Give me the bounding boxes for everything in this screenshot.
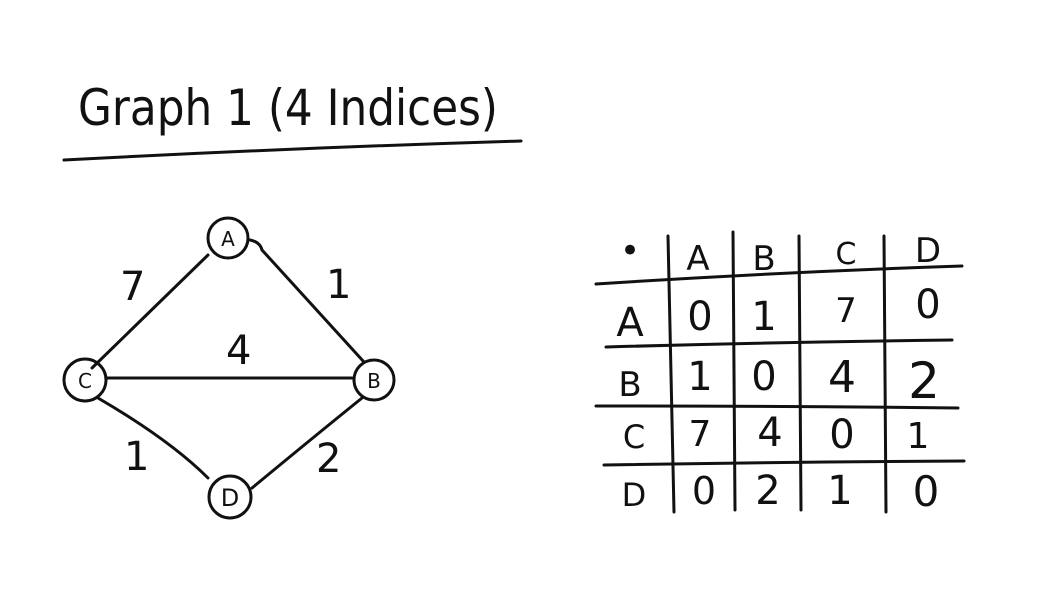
edge-d-b	[250, 396, 364, 490]
matrix-hline-2	[604, 338, 954, 349]
edge-c-a	[90, 253, 210, 370]
matrix-row-label: C	[623, 418, 645, 456]
matrix-cell: 4	[757, 410, 782, 456]
matrix-vline-1	[666, 234, 676, 514]
matrix-hline-3	[594, 404, 960, 410]
matrix-row-b: B 1 0 4 2	[618, 352, 940, 410]
node-b-circle	[352, 358, 396, 402]
matrix-hline-4	[602, 459, 966, 467]
matrix-row-label: B	[618, 365, 641, 405]
node-a-circle	[206, 216, 250, 260]
matrix-row-a: A 0 1 7 0	[616, 282, 940, 346]
edge-weight-c-b: 4	[226, 328, 251, 374]
matrix-cell: 0	[692, 469, 716, 513]
matrix-col-b: B	[752, 239, 775, 279]
edge-weights: 7 1 4 1 2	[120, 262, 351, 482]
node-c-label: C	[78, 369, 92, 393]
edge-weight-a-b: 1	[326, 262, 351, 308]
matrix-row-label: A	[616, 300, 644, 346]
matrix-cell: 1	[907, 416, 930, 457]
matrix-cell: 0	[751, 354, 776, 400]
edge-c-d	[96, 396, 210, 480]
matrix-row-d: D 0 2 1 0	[622, 467, 940, 516]
adjacency-matrix-grid	[594, 230, 966, 514]
node-d-circle	[207, 474, 253, 520]
node-a: A	[206, 216, 250, 260]
matrix-col-d: D	[915, 231, 941, 271]
matrix-row-label: D	[622, 476, 647, 514]
matrix-corner: •	[620, 231, 640, 271]
matrix-cell: 0	[687, 294, 712, 340]
title-underline	[62, 139, 523, 162]
graph-nodes: A B C D	[62, 216, 396, 520]
matrix-row-c: C 7 4 0 1	[623, 410, 930, 458]
edge-a-b	[248, 238, 366, 364]
matrix-cell: 4	[828, 352, 856, 403]
matrix-header-row: • A B C D	[620, 231, 941, 279]
graph-edges	[90, 238, 366, 490]
edge-weight-d-b: 2	[316, 436, 341, 482]
matrix-vline-2	[731, 230, 737, 512]
edge-weight-c-d: 1	[124, 434, 149, 480]
matrix-vline-3	[797, 234, 803, 512]
matrix-cell: 0	[829, 412, 854, 458]
matrix-cell: 7	[835, 291, 857, 331]
node-b: B	[352, 358, 396, 402]
node-c-circle	[62, 357, 108, 403]
matrix-col-c: C	[836, 237, 857, 272]
page-title: Graph 1 (4 Indices)	[78, 79, 498, 137]
matrix-vline-4	[882, 234, 888, 514]
node-d-label: D	[221, 484, 239, 512]
node-a-label: A	[221, 227, 235, 251]
matrix-hline-1	[594, 264, 964, 286]
node-d: D	[207, 474, 253, 520]
matrix-cell: 0	[915, 282, 940, 328]
matrix-col-a: A	[686, 239, 709, 279]
matrix-cell: 2	[908, 352, 940, 410]
edge-weight-c-a: 7	[120, 264, 145, 310]
matrix-cell: 1	[827, 468, 852, 514]
matrix-cell: 2	[755, 468, 780, 514]
matrix-cell: 0	[913, 467, 940, 516]
matrix-cell: 1	[751, 294, 776, 340]
node-c: C	[62, 357, 108, 403]
node-b-label: B	[367, 369, 381, 393]
matrix-cell: 1	[687, 354, 712, 400]
matrix-cell: 7	[689, 414, 712, 455]
